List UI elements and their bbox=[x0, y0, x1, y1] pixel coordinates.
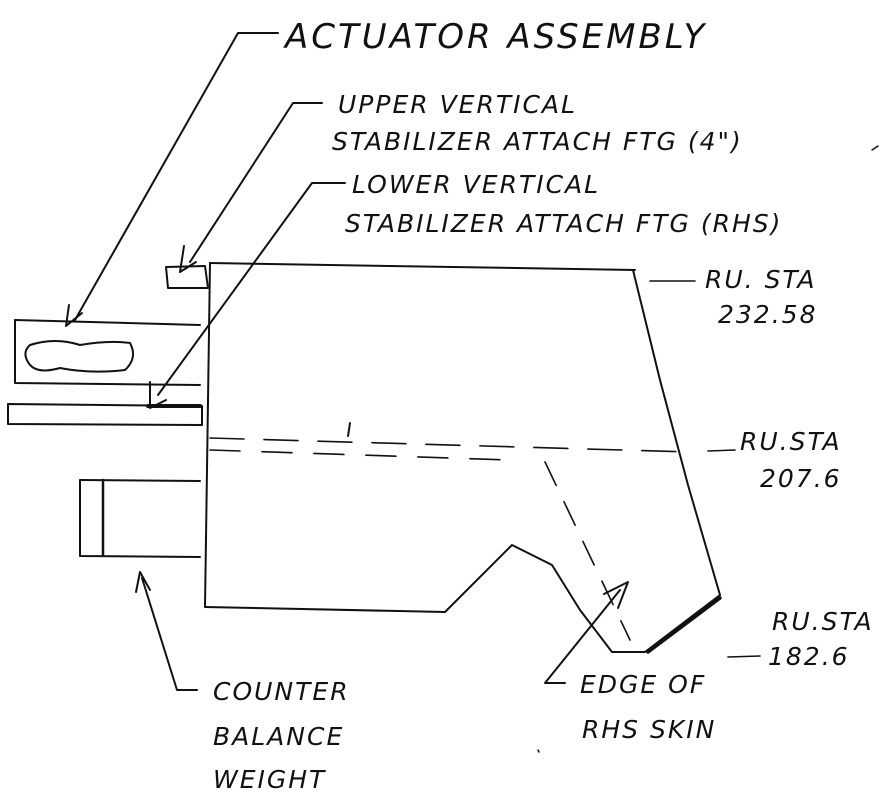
station-182-label: RU.STA 182.6 bbox=[768, 607, 874, 671]
upper-stabilizer-label-line2: STABILIZER ATTACH FTG (4") bbox=[332, 127, 743, 156]
counter-balance-weight-shape bbox=[79, 478, 201, 558]
upper-stabilizer-label-line1: UPPER VERTICAL bbox=[338, 90, 577, 119]
edge-label-line1: EDGE OF bbox=[580, 670, 706, 699]
station-232-label-line1: RU. STA bbox=[705, 265, 817, 294]
station-207-label-line1: RU.STA bbox=[740, 427, 842, 456]
actuator-assembly-shape bbox=[14, 319, 201, 386]
counter-label-line2: BALANCE bbox=[213, 722, 344, 751]
lower-stabilizer-label-line1: LOWER VERTICAL bbox=[352, 170, 600, 199]
counter-balance-weight-label: COUNTER BALANCE WEIGHT bbox=[213, 677, 350, 794]
station-232-label: RU. STA 232.58 bbox=[705, 265, 817, 329]
actuator-assembly-label: ACTUATOR ASSEMBLY bbox=[283, 17, 707, 57]
rhs-skin-edge-dashed-line bbox=[544, 461, 631, 641]
upper-stabilizer-label: UPPER VERTICAL STABILIZER ATTACH FTG (4"… bbox=[332, 90, 743, 156]
station-207-dashed-line bbox=[209, 422, 736, 461]
upper-stabilizer-fitting-shape bbox=[165, 265, 209, 289]
lower-stabilizer-label-line2: STABILIZER ATTACH FTG (RHS) bbox=[345, 209, 782, 238]
leader-lines bbox=[65, 32, 761, 691]
station-207-label-line2: 207.6 bbox=[760, 464, 842, 493]
station-207-label: RU.STA 207.6 bbox=[740, 427, 842, 493]
edge-label-line2: RHS SKIN bbox=[582, 715, 716, 744]
counter-label-line1: COUNTER bbox=[213, 677, 350, 706]
stray-mark bbox=[871, 145, 879, 151]
station-182-label-line1: RU.STA bbox=[772, 607, 874, 636]
rudder-outline bbox=[204, 262, 722, 654]
stray-mark bbox=[537, 749, 540, 753]
edge-of-rhs-skin-label: EDGE OF RHS SKIN bbox=[580, 670, 716, 744]
lower-stabilizer-label: LOWER VERTICAL STABILIZER ATTACH FTG (RH… bbox=[345, 170, 782, 238]
lower-stabilizer-bar-shape bbox=[7, 403, 203, 426]
station-232-label-line2: 232.58 bbox=[718, 300, 817, 329]
counter-label-line3: WEIGHT bbox=[213, 765, 326, 794]
station-182-label-line2: 182.6 bbox=[768, 642, 850, 671]
